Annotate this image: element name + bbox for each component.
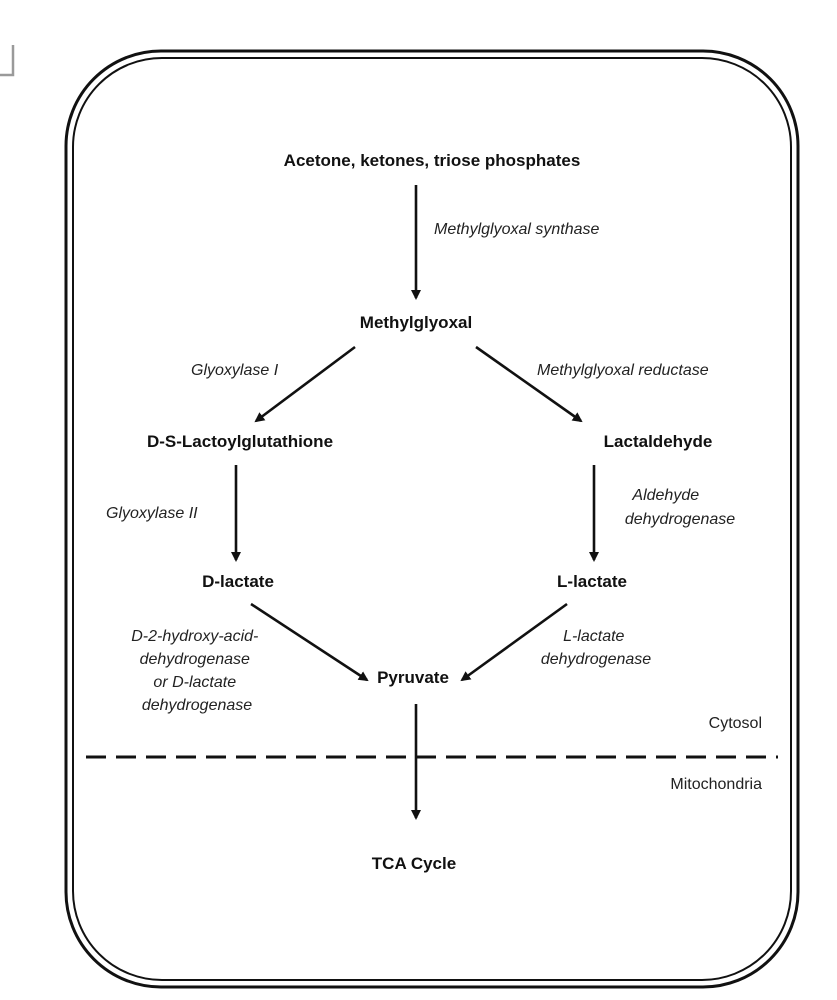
node-pyruvate: Pyruvate (377, 668, 449, 687)
cell-border-inner (72, 57, 792, 981)
enzyme-d2-hydroxy-acid-dehydrogenase-line: dehydrogenase (142, 697, 252, 714)
enzyme-d2-hydroxy-acid-dehydrogenase: D-2-hydroxy-acid- dehydrogenase or D-lac… (131, 628, 263, 714)
arrow-methylglyoxal-to-lactaldehyde (475, 345, 583, 423)
enzyme-l-lactate-dehydrogenase-line: dehydrogenase (541, 651, 651, 668)
enzyme-aldehyde-dehydrogenase: Aldehyde dehydrogenase (625, 487, 735, 528)
node-lactaldehyde: Lactaldehyde (604, 432, 713, 451)
node-tca-cycle: TCA Cycle (372, 854, 456, 873)
corner-bracket (0, 45, 15, 77)
cell-border-outer (64, 49, 800, 989)
enzyme-l-lactate-dehydrogenase-line: L-lactate (563, 628, 624, 645)
enzyme-methylglyoxal-synthase: Methylglyoxal synthase (434, 221, 600, 238)
enzyme-glyoxylase-2: Glyoxylase II (106, 505, 198, 522)
node-substrates: Acetone, ketones, triose phosphates (284, 151, 581, 170)
node-l-lactate: L-lactate (557, 572, 627, 591)
label-cytosol: Cytosol (709, 715, 762, 732)
enzyme-d2-hydroxy-acid-dehydrogenase-line: D-2-hydroxy-acid- (131, 628, 258, 645)
enzyme-d2-hydroxy-acid-dehydrogenase-line: dehydrogenase (140, 651, 250, 668)
node-d-s-lactoylglutathione: D-S-Lactoylglutathione (147, 432, 333, 451)
label-mitochondria: Mitochondria (670, 776, 762, 793)
enzyme-glyoxylase-1: Glyoxylase I (191, 362, 279, 379)
arrow-methylglyoxal-to-lactoylglutathione (254, 345, 356, 423)
node-d-lactate: D-lactate (202, 572, 274, 591)
arrow-l-lactate-to-pyruvate (460, 602, 568, 682)
enzyme-d2-hydroxy-acid-dehydrogenase-line: or D-lactate (153, 674, 236, 691)
enzyme-l-lactate-dehydrogenase: L-lactate dehydrogenase (541, 628, 651, 668)
arrow-d-lactate-to-pyruvate (250, 602, 369, 682)
node-methylglyoxal: Methylglyoxal (360, 313, 472, 332)
enzyme-methylglyoxal-reductase: Methylglyoxal reductase (537, 362, 709, 379)
enzyme-aldehyde-dehydrogenase-line: Aldehyde (631, 487, 699, 504)
enzyme-aldehyde-dehydrogenase-line: dehydrogenase (625, 511, 735, 528)
